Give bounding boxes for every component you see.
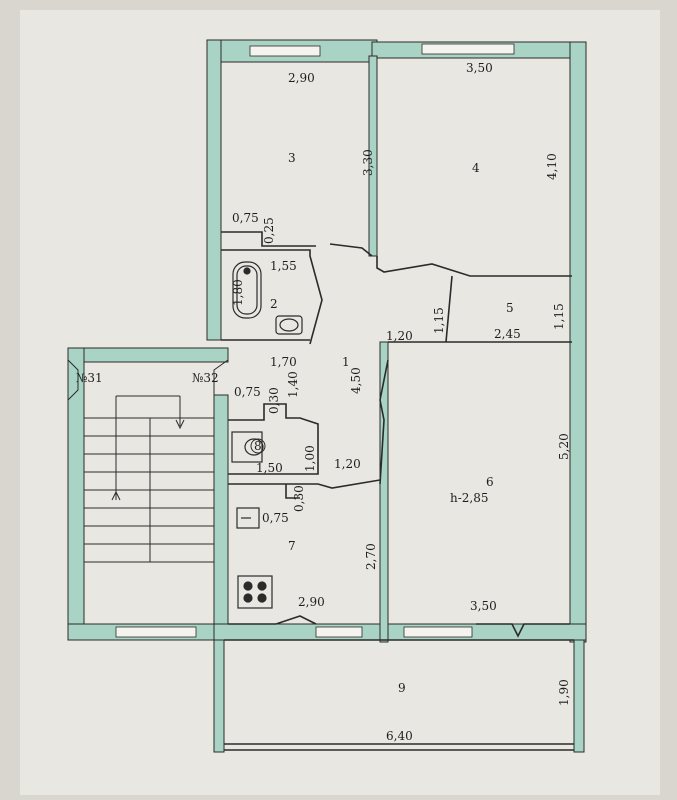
- partition-4-bottom: [376, 256, 572, 277]
- dim-r4-height: 4,10: [545, 153, 559, 180]
- room-number-3: 3: [288, 151, 296, 165]
- dim-r8-width: 1,50: [256, 461, 283, 475]
- stair-door-left: [67, 359, 79, 401]
- dim-r9-width: 6,40: [386, 729, 413, 743]
- dimension-labels: 2,90 3,30 0,75 0,25 3,50 4,10 1,55 1,80 …: [231, 61, 571, 743]
- sink-icon: [236, 507, 260, 529]
- window-room-6: [403, 626, 473, 638]
- windows: [115, 43, 515, 638]
- dim-r5-height-left: 1,15: [432, 307, 446, 334]
- dim-r7-width: 2,90: [298, 595, 325, 609]
- room-number-5: 5: [506, 301, 514, 315]
- partitions: [221, 231, 574, 751]
- dim-r2-height: 1,80: [231, 279, 245, 306]
- stove-icon: [237, 575, 273, 609]
- fixtures: [231, 261, 303, 609]
- dim-hall-height: 1,40: [286, 371, 300, 398]
- room-number-2: 2: [270, 297, 278, 311]
- dim-r5-height-right: 1,15: [552, 303, 566, 330]
- dim-r6-width: 3,50: [470, 599, 497, 613]
- dim-r3-height: 3,30: [361, 149, 375, 176]
- dim-r6-ceiling: h-2,85: [450, 491, 489, 505]
- dim-r2-width: 1,55: [270, 259, 297, 273]
- window-stairs: [115, 626, 197, 638]
- partition-6-door: [476, 623, 570, 638]
- room-number-9: 9: [398, 681, 406, 695]
- partition-7-top: [228, 479, 381, 489]
- apartment-label-left: №31: [76, 371, 103, 385]
- dim-r7-sink: 0,75: [262, 511, 289, 525]
- washbasin-icon: [275, 315, 303, 335]
- toilet-bowl: [244, 438, 264, 456]
- partition-7-niche: [285, 484, 300, 499]
- window-room-3: [249, 45, 321, 57]
- wall-left-upper: [206, 39, 222, 341]
- staircase: [67, 359, 229, 563]
- toilet-icon: [231, 431, 263, 463]
- dim-r9-height: 1,90: [557, 679, 571, 706]
- partition-hall-right: [379, 359, 389, 485]
- stair-arrow-up: [111, 490, 121, 501]
- dim-r5-width: 2,45: [494, 327, 521, 341]
- apartment-label-right: №32: [192, 371, 219, 385]
- room-number-1: 1: [342, 355, 350, 369]
- dim-hall-length: 4,50: [349, 367, 363, 394]
- dim-r6-height: 5,20: [557, 433, 571, 460]
- paper-sheet: [20, 10, 660, 795]
- bathtub-inner: [236, 265, 258, 315]
- dim-r3-width: 2,90: [288, 71, 315, 85]
- dim-r4-width: 3,50: [466, 61, 493, 75]
- dim-niche-w: 0,75: [234, 385, 261, 399]
- bathtub-icon: [232, 261, 262, 319]
- wall-bottom: [213, 623, 587, 641]
- partition-3-bottom: [221, 231, 316, 247]
- partition-bath-right: [221, 249, 323, 345]
- partition-5-left: [445, 275, 453, 343]
- wall-right: [569, 41, 587, 643]
- stair-arrow-down: [175, 419, 185, 430]
- washbasin-bowl: [279, 318, 299, 332]
- wall-stair-right: [213, 394, 229, 641]
- room-number-7: 7: [288, 539, 296, 553]
- room-8-circle: [250, 438, 266, 454]
- dim-niche-h: 0,30: [267, 387, 281, 414]
- room-number-8: 8: [254, 439, 262, 453]
- room-number-6: 6: [486, 475, 494, 489]
- wall-balcony-left: [213, 639, 225, 753]
- dim-r3-niche-w: 0,75: [232, 211, 259, 225]
- burner-icon: [257, 593, 267, 603]
- dim-corridor-b: 1,20: [334, 457, 361, 471]
- window-room-7: [315, 626, 363, 638]
- burner-icon: [257, 581, 267, 591]
- partition-7-door: [228, 615, 317, 625]
- dim-r7-niche: 0,30: [292, 485, 306, 512]
- dim-corridor-a: 1,20: [386, 329, 413, 343]
- dim-r3-niche-h: 0,25: [262, 217, 276, 244]
- dim-r8-height: 1,00: [303, 445, 317, 472]
- room-number-4: 4: [472, 161, 480, 175]
- burner-icon: [243, 581, 253, 591]
- partition-hall-top: [329, 243, 373, 257]
- stair-door-right: [213, 359, 229, 395]
- wall-6-left: [379, 341, 389, 643]
- dim-r7-height: 2,70: [364, 543, 378, 570]
- room-numbers: 1 2 3 4 5 6 7 8 9: [250, 151, 514, 695]
- burner-icon: [243, 593, 253, 603]
- partition-toilet: [228, 403, 319, 475]
- wall-3-4: [368, 55, 378, 257]
- wall-balcony-right: [573, 639, 585, 753]
- wall-stair-top: [67, 347, 229, 363]
- dim-hall-width: 1,70: [270, 355, 297, 369]
- window-room-4: [421, 43, 515, 55]
- bathtub-drain: [243, 267, 251, 275]
